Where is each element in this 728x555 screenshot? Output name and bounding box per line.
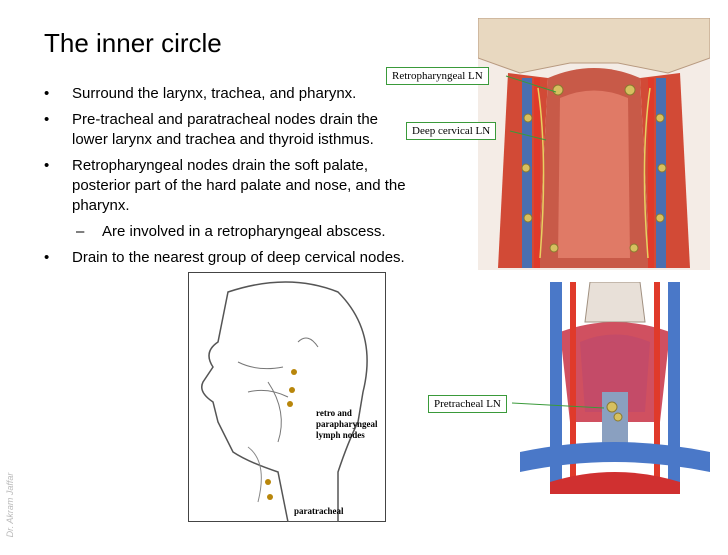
sketch-label-paratracheal: paratracheal	[294, 506, 344, 516]
pretracheal-illustration	[520, 282, 710, 494]
sketch-label-retro-line1: retro and	[316, 408, 352, 418]
bullet-marker: •	[44, 85, 50, 102]
sketch-label-retro: retro and parapharyngeal lymph nodes	[316, 408, 378, 441]
bullet-item: • Surround the larynx, trachea, and phar…	[44, 84, 414, 104]
retropharyngeal-illustration	[478, 18, 710, 270]
bullet-text: Surround the larynx, trachea, and pharyn…	[72, 85, 357, 102]
label-deep-cervical-ln: Deep cervical LN	[406, 122, 497, 140]
bullet-marker: •	[44, 111, 50, 128]
label-pretracheal-ln: Pretracheal LN	[428, 395, 507, 413]
bullet-item: • Drain to the nearest group of deep cer…	[44, 248, 414, 268]
bullet-text: Pre-tracheal and paratracheal nodes drai…	[72, 111, 379, 148]
slide-title: The inner circle	[44, 28, 222, 58]
bullet-marker: •	[44, 249, 50, 266]
head-neck-sketch	[188, 272, 386, 522]
sketch-label-retro-line3: lymph nodes	[316, 430, 365, 440]
sub-bullet-marker: –	[76, 223, 85, 240]
sub-bullet-text: Are involved in a retropharyngeal absces…	[102, 223, 386, 240]
bullet-marker: •	[44, 157, 50, 174]
bullet-item: • Retropharyngeal nodes drain the soft p…	[44, 156, 414, 216]
bullet-list: • Surround the larynx, trachea, and phar…	[44, 84, 414, 274]
sketch-label-retro-line2: parapharyngeal	[316, 419, 378, 429]
bullet-text: Drain to the nearest group of deep cervi…	[72, 249, 405, 266]
bullet-text: Retropharyngeal nodes drain the soft pal…	[72, 157, 406, 214]
label-retropharyngeal-ln: Retropharyngeal LN	[386, 67, 489, 85]
bullet-item: • Pre-tracheal and paratracheal nodes dr…	[44, 110, 414, 150]
sub-bullet-item: – Are involved in a retropharyngeal absc…	[44, 222, 414, 242]
